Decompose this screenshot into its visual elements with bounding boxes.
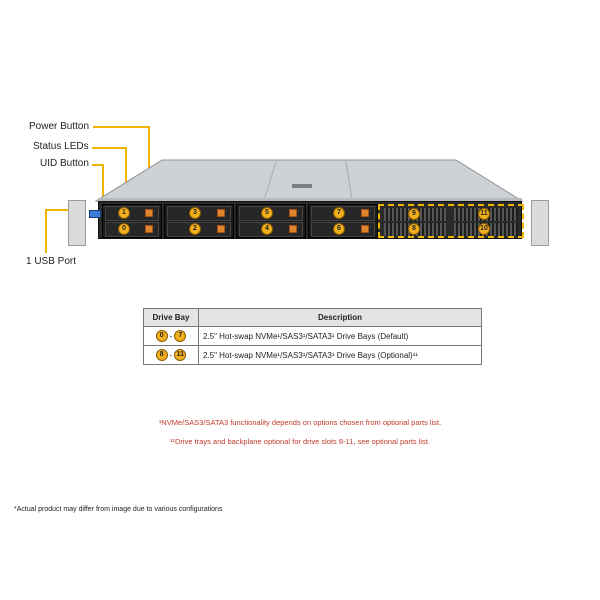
bay-badge-7: 7 [333,207,345,219]
bay-badge-2: 2 [189,223,201,235]
bay-group-4-5: 5 4 [236,204,306,238]
drive-handle-5[interactable] [289,209,297,217]
range-dash: - [169,350,173,360]
disclaimer-footnote: *Actual product may differ from image du… [14,506,223,513]
note-nvme-functionality: ¹NVMe/SAS3/SATA3 functionality depends o… [158,418,442,427]
bay-range-to-badge: 7 [174,330,187,342]
drive-handle-1[interactable] [145,209,153,217]
bay-badge-1: 1 [118,207,130,219]
bay-range-from-badge: 0 [155,330,168,342]
bay-badge-6: 6 [333,223,345,235]
rack-ear-right [531,200,549,246]
status-leds-label: Status LEDs [33,141,89,152]
table-header-row: Drive Bay Description [143,308,482,327]
bay-badge-0: 0 [118,223,130,235]
usb-port-label: 1 USB Port [26,256,77,267]
uid-button-label: UID Button [40,158,89,169]
drive-handle-4[interactable] [289,225,297,233]
drive-handle-3[interactable] [217,209,225,217]
header-drive-bay: Drive Bay [143,308,199,327]
power-button-label: Power Button [29,121,90,132]
bay-badge-10: 10 [478,223,490,235]
status-leader-h [92,147,127,149]
rack-ear-left [68,200,86,246]
bay-badge-4: 4 [261,223,273,235]
description-cell: 2.5" Hot-swap NVMe¹/SAS3¹/SATA3¹ Drive B… [198,345,482,365]
bay-range-cell: 8-11 [143,345,199,365]
power-leader-h [93,126,150,128]
description-cell: 2.5" Hot-swap NVMe¹/SAS3¹/SATA3¹ Drive B… [198,326,482,346]
range-dash: - [169,331,173,341]
bay-group-2-3: 3 2 [164,204,234,238]
bay-range-cell: 0-7 [143,326,199,346]
bay-badge-5: 5 [261,207,273,219]
drive-handle-2[interactable] [217,225,225,233]
bay-badge-8: 8 [408,223,420,235]
note-optional-trays: ¹¹Drive trays and backplane optional for… [170,437,430,446]
drive-handle-7[interactable] [361,209,369,217]
bay-group-6-7: 7 6 [308,204,378,238]
bay-range-to-badge: 11 [174,349,187,361]
server-chassis: 1 0 3 2 5 4 7 6 9 8 11 10 [86,158,532,246]
bay-badge-9: 9 [408,208,420,220]
header-description: Description [198,308,482,327]
usb-port[interactable] [89,210,101,218]
chassis-top-cover [94,159,524,202]
bay-group-0-1: 1 0 [102,204,162,238]
usb-leader-h [47,209,69,211]
drive-bay-table: Drive Bay Description 0-7 2.5" Hot-swap … [143,308,482,365]
drive-handle-0[interactable] [145,225,153,233]
table-row: 8-11 2.5" Hot-swap NVMe¹/SAS3¹/SATA3¹ Dr… [143,345,482,365]
table-row: 0-7 2.5" Hot-swap NVMe¹/SAS3¹/SATA3¹ Dri… [143,326,482,346]
usb-leader-v [45,209,47,253]
bay-badge-3: 3 [189,207,201,219]
drive-handle-6[interactable] [361,225,369,233]
uid-leader-h [92,164,104,166]
uid-leader-v [102,164,104,210]
bay-badge-11: 11 [478,208,490,220]
bay-range-from-badge: 8 [155,349,168,361]
status-leader-v [125,147,127,209]
optional-bays-outline: 9 8 11 10 [378,204,524,238]
